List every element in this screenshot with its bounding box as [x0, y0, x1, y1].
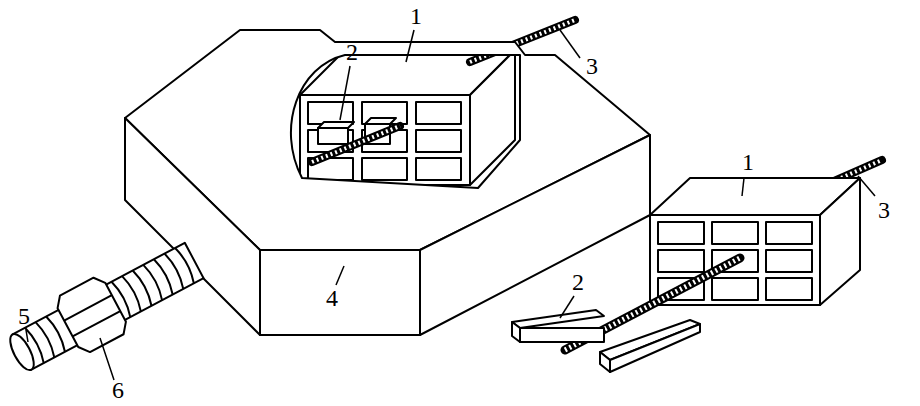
screw: [0, 232, 209, 384]
callout-number: 3: [878, 198, 890, 222]
callout-number: 1: [742, 150, 754, 174]
wedges: [512, 310, 700, 372]
callout-number: 4: [326, 286, 338, 310]
callout-number: 3: [586, 54, 598, 78]
callout-number: 1: [410, 4, 422, 28]
brick-in-frame: [300, 50, 515, 185]
callout-number: 5: [18, 304, 30, 328]
frame: [125, 30, 650, 335]
callout-number: 2: [572, 270, 584, 294]
leader-lines: [26, 30, 875, 380]
callout-number: 2: [346, 40, 358, 64]
brick: [565, 160, 882, 350]
callout-number: 6: [112, 378, 124, 402]
